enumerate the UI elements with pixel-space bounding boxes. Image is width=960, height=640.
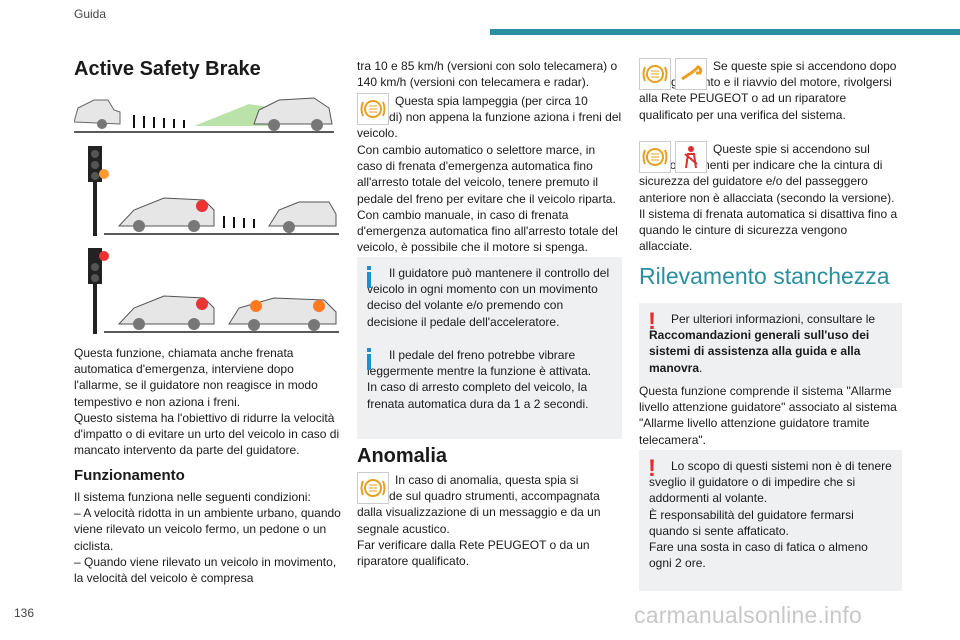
header-accent-bar [490,29,960,35]
spie-riavvio-paragraph: Se queste spie si accendono dopo lo speg… [639,58,902,123]
continued-paragraph: tra 10 e 85 km/h (versioni con solo tele… [357,59,618,90]
cambio-text: Con cambio automatico o selettore marce,… [357,143,618,255]
page-number: 136 [14,606,35,620]
warning-icon: ! [648,308,656,335]
warning-2-text: Lo scopo di questi sistemi non è di tene… [649,459,892,571]
funzionamento-body: Il sistema funziona nelle seguenti condi… [74,489,342,586]
brake-warning-icon [357,93,389,125]
spie-riavvio-text: Se queste spie si accendono dopo lo speg… [639,59,897,122]
page-title: Active Safety Brake [74,58,261,80]
warning-icon: ! [648,455,656,482]
anomalia-title: Anomalia [357,445,448,467]
info-1-text: Il guidatore può mantenere il controllo … [367,266,610,329]
section-header: Guida [74,7,107,21]
wrench-icon [675,58,707,90]
info-icon [367,266,371,290]
warning-box-1: ! Per ulteriori informazioni, consultare… [639,303,902,388]
cinture-paragraph: Queste spie si accendono sul quadro stru… [639,141,902,254]
spia-paragraph: Questa spia lampeggia (per circa 10 seco… [357,93,622,142]
anomalia-text: In caso di anomalia, questa spia si acce… [357,473,601,569]
info-2-text: Il pedale del freno potrebbe vibrare leg… [367,348,592,411]
continued-text: tra 10 e 85 km/h (versioni con solo tele… [357,58,622,90]
brake-warning-icon [639,58,671,90]
cambio-paragraph: Con cambio automatico o selettore marce,… [357,142,622,255]
subhead-funzionamento: Funzionamento [74,467,185,484]
info-icon [367,348,371,372]
seatbelt-icon [675,141,707,173]
brake-warning-icon [639,141,671,173]
info-box-1: Il guidatore può mantenere il controllo … [357,257,622,340]
info-box-2: Il pedale del freno potrebbe vibrare leg… [357,339,622,439]
funzionamento-text: Il sistema funziona nelle seguenti condi… [74,490,341,586]
brake-warning-icon [357,472,389,504]
anomalia-paragraph: In caso di anomalia, questa spia si acce… [357,472,622,569]
allarme-text: Questa funzione comprende il sistema "Al… [639,384,897,447]
figure-car-braking-3 [74,248,339,334]
warning-1-end: . [699,360,703,375]
warning-1-text: Per ulteriori informazioni, consultare l… [649,311,892,376]
warning-1-link: Raccomandazioni generali sull'uso dei si… [649,328,870,375]
intro-text: Questa funzione, chiamata anche frenata … [74,346,340,458]
rilevamento-title: Rilevamento stanchezza [639,263,902,289]
intro-paragraph: Questa funzione, chiamata anche frenata … [74,345,342,458]
figure-car-approach-2 [74,146,339,236]
warning-1-plain: Per ulteriori informazioni, consultare l… [671,312,876,326]
footer-watermark: carmanualsonline.info [634,602,862,628]
allarme-paragraph: Questa funzione comprende il sistema "Al… [639,383,902,448]
spia-text: Questa spia lampeggia (per circa 10 seco… [357,94,622,141]
section-title: Rilevamento stanchezza [639,263,890,289]
figure-car-approach-1 [74,86,334,136]
warning-box-2: ! Lo scopo di questi sistemi non è di te… [639,450,902,591]
